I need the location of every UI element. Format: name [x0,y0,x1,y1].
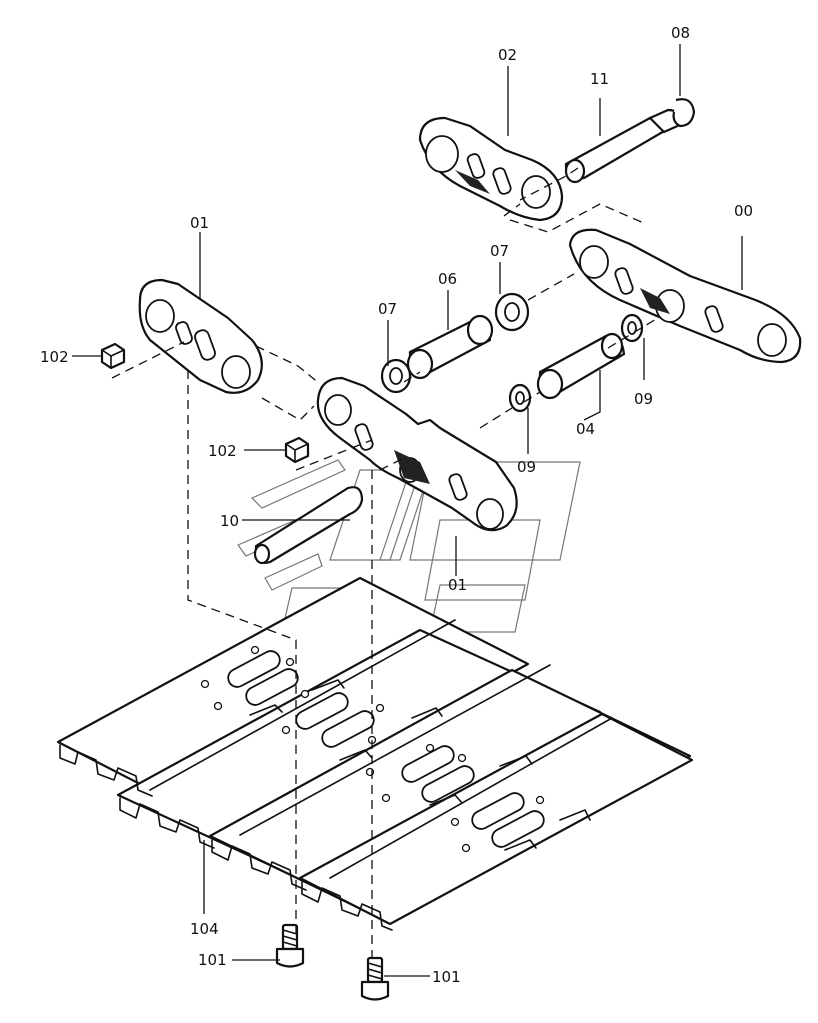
track-link-left [138,278,263,394]
leader-lines [72,44,743,977]
label-09-lower: 09 [517,458,536,476]
label-09-right: 09 [634,390,653,408]
pin-10 [253,486,364,565]
label-102-left: 102 [40,348,69,366]
track-nut-mid [284,436,310,464]
track-link-02 [418,116,564,222]
label-101-left: 101 [198,951,227,969]
label-104: 104 [190,920,219,938]
bushing-06 [406,314,494,380]
seal-07-left [380,358,412,394]
label-08: 08 [671,24,690,42]
label-06: 06 [438,270,457,288]
label-10: 10 [220,512,239,530]
part-labels: 00 01 01 02 04 06 07 07 08 09 09 10 11 1… [40,24,753,986]
track-link-00 [568,228,802,364]
track-bolt-right [360,956,390,1001]
label-01-left: 01 [190,214,209,232]
seal-07-right [494,292,530,332]
label-11: 11 [590,70,609,88]
label-07-left: 07 [378,300,397,318]
label-102-mid: 102 [208,442,237,460]
circlip-08 [672,98,696,128]
track-shoe-assembly [56,576,694,931]
pin-11 [564,108,684,184]
label-04: 04 [576,420,595,438]
seal-09-right [620,313,644,343]
label-02: 02 [498,46,517,64]
label-101-right: 101 [432,968,461,986]
assembly-lines [111,167,659,960]
track-link-right [316,376,518,532]
label-00: 00 [734,202,753,220]
label-01-right: 01 [448,576,467,594]
label-07-right: 07 [490,242,509,260]
track-bolt-left [275,923,305,968]
bushing-04 [536,332,626,400]
track-nut-left [100,342,126,370]
seal-09-lower [508,383,532,413]
